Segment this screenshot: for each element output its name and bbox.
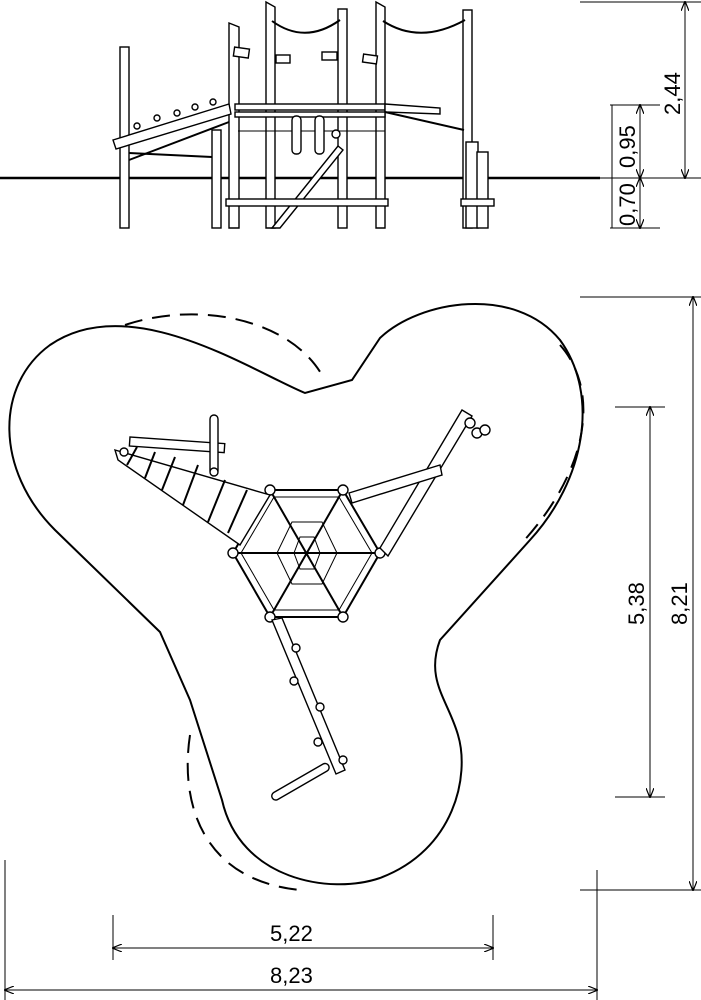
safety-area-outline bbox=[8, 302, 584, 886]
safety-area-dashed-outline bbox=[124, 313, 585, 891]
diagonal-brace bbox=[270, 145, 344, 229]
footing-beam bbox=[225, 198, 389, 207]
ladder-bridge bbox=[113, 414, 272, 547]
post bbox=[337, 8, 348, 229]
footing-beam bbox=[460, 198, 495, 207]
dim-safety-area-width: 8,23 bbox=[270, 963, 313, 988]
slide-ramp bbox=[384, 103, 441, 115]
climbing-beam bbox=[271, 617, 348, 801]
post bbox=[211, 129, 222, 229]
platform-beam bbox=[234, 111, 386, 118]
inclined-ladder bbox=[112, 98, 232, 161]
post bbox=[228, 21, 240, 229]
hexagon-tower bbox=[227, 484, 386, 623]
rope bbox=[271, 19, 341, 34]
dim-equipment-width: 5,22 bbox=[270, 921, 313, 946]
dim-foundation-depth: 0,70 bbox=[615, 183, 640, 226]
hanging-handle bbox=[291, 115, 302, 155]
hanging-handle bbox=[314, 115, 325, 155]
platform-deck bbox=[234, 103, 386, 111]
net-web bbox=[276, 521, 338, 585]
plan-dimensions: 5,22 8,23 5,38 8,21 bbox=[5, 297, 701, 1000]
climbing-pole bbox=[348, 409, 491, 558]
dim-platform-height: 0,95 bbox=[615, 125, 640, 168]
rope bbox=[382, 19, 466, 34]
plan-view bbox=[8, 302, 585, 891]
brackets bbox=[232, 46, 379, 65]
dim-equipment-depth: 5,38 bbox=[624, 582, 649, 625]
post-base bbox=[465, 141, 479, 229]
side-elevation-view bbox=[0, 0, 600, 229]
dim-safety-area-depth: 8,21 bbox=[667, 582, 692, 625]
post-base bbox=[476, 151, 489, 229]
dim-total-height: 2,44 bbox=[660, 72, 685, 115]
elevation-dimensions: 2,44 0,95 0,70 bbox=[580, 2, 701, 228]
